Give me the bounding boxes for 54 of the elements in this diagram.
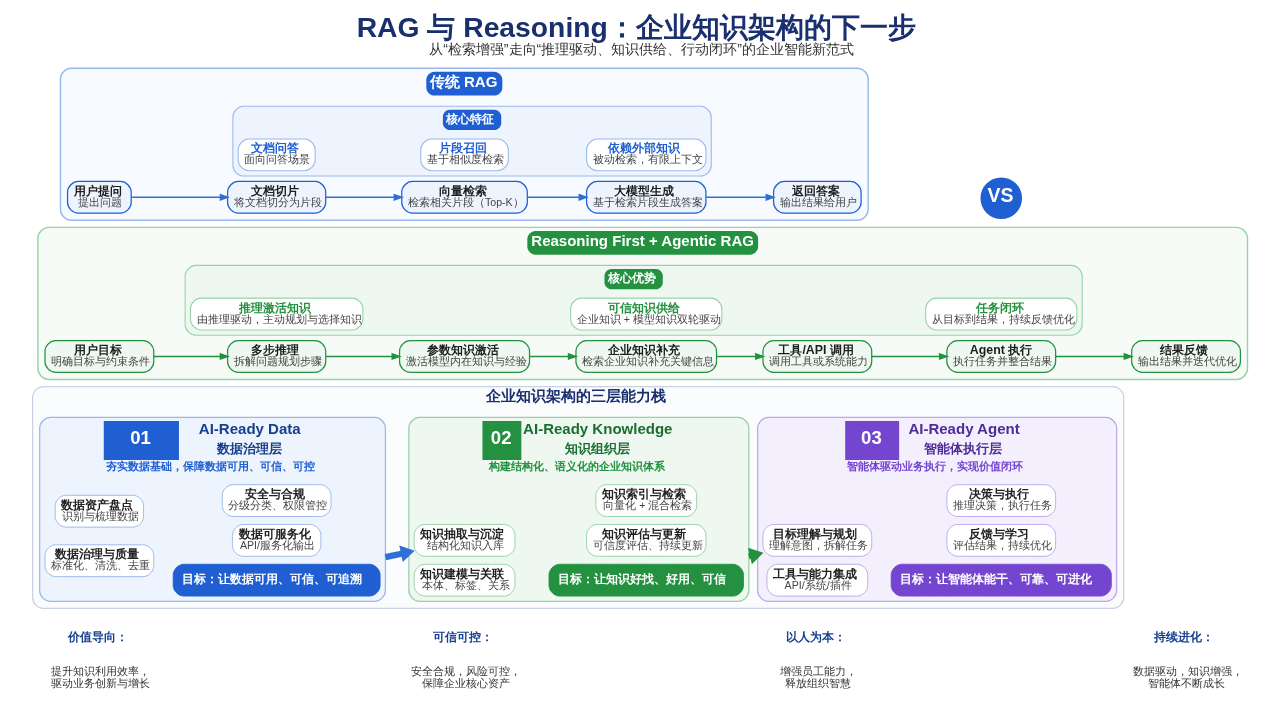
node-box: Agent 执行 执行任务并整合结果	[945, 339, 1056, 373]
label: 价值导向：	[67, 629, 128, 644]
arrow	[528, 352, 578, 361]
label: 增强员工能力，释放组织智慧	[779, 665, 857, 689]
arrow	[1054, 352, 1134, 361]
node-box: 决策与执行 推理决策，执行任务	[945, 484, 1056, 517]
node-box: 目标理解与规划 理解意图，拆解任务	[761, 523, 872, 557]
node-box: 片段召回 基于相似度检索	[419, 138, 509, 172]
arrow	[384, 545, 415, 563]
node-box: 推理激活知识 由推理驱动，主动规划与选择知识	[189, 297, 363, 331]
node-circle: VS	[977, 174, 1025, 222]
node-box: 反馈与学习 评估结果，持续优化	[945, 523, 1056, 557]
node-box: 安全与合规 分级分类、权限管控	[221, 484, 331, 517]
node-box: 用户提问 提出问题	[66, 180, 132, 214]
arrow	[704, 193, 776, 201]
node-box: 企业知识补充 检索企业知识补充关键信息	[574, 339, 717, 373]
arrow	[870, 352, 949, 361]
node-box: 工具/API 调用 调用工具或系统能力	[761, 339, 872, 373]
label: 可信可控：	[432, 629, 493, 644]
node-box: 结果反馈 输出结果并迭代优化	[1130, 339, 1241, 373]
node-box: 任务闭环 从目标到结果，持续反馈优化	[924, 297, 1077, 331]
arrow	[526, 193, 589, 201]
node-box: 数据可服务化 API/服务化输出	[231, 523, 321, 557]
node-box: 数据治理与质量 标准化、清洗、去重	[44, 544, 154, 578]
node-box: 知识索引与检索 向量化 + 混合检索	[594, 484, 697, 517]
label: 持续进化：	[1153, 629, 1214, 644]
node-box: 参数知识激活 激活模型内在知识与经验	[398, 339, 530, 373]
arrow	[324, 352, 402, 361]
node-box: 返回答案 输出结果给用户	[772, 180, 862, 214]
arrow	[152, 352, 230, 361]
node-box: 用户目标 明确目标与约束条件	[43, 339, 154, 373]
label: 以人为本：	[785, 629, 846, 644]
node-box: 向量检索 检索相关片段（Top-K）	[400, 180, 528, 214]
node-box: 多步推理 拆解问题规划步骤	[226, 339, 326, 373]
diagram-title: RAG 与 Reasoning：企业知识架构的下一步	[356, 10, 916, 43]
label: 提升知识利用效率，驱动业务创新与增长	[50, 665, 150, 689]
node-box: 依赖外部知识 被动检索，有限上下文	[585, 138, 706, 172]
node-box: 文档问答 面向问答场景	[237, 138, 316, 172]
node-box: 目标：让知识好找、好用、可信	[548, 563, 744, 597]
label: 数据驱动，知识增强，智能体不断成长	[1132, 665, 1243, 689]
node-box: 大模型生成 基于检索片段生成答案	[585, 180, 707, 214]
node-box: 知识评估与更新 可信度评估、持续更新	[585, 523, 706, 557]
node-box: 文档切片 将文档切分为片段	[226, 180, 326, 214]
arrow	[715, 352, 765, 361]
node-box: 可信知识供给 企业知识 + 模型知识双轮驱动	[569, 297, 722, 331]
arrow	[324, 193, 404, 201]
arrow	[129, 193, 230, 201]
node-box: 目标：让智能体能干、可靠、可进化	[890, 563, 1112, 597]
node-box: 知识抽取与沉淀 结构化知识入库	[413, 523, 515, 557]
node-box: 工具与能力集成 API/系统/插件	[765, 563, 868, 597]
node-box: 知识建模与关联 本体、标签、关系	[413, 563, 515, 597]
node-box: 数据资产盘点 识别与梳理数据	[54, 494, 144, 528]
node-box: 目标：让数据可用、可信、可追溯	[172, 563, 381, 597]
label: 安全合规，风险可控，保障企业核心资产	[410, 665, 521, 689]
